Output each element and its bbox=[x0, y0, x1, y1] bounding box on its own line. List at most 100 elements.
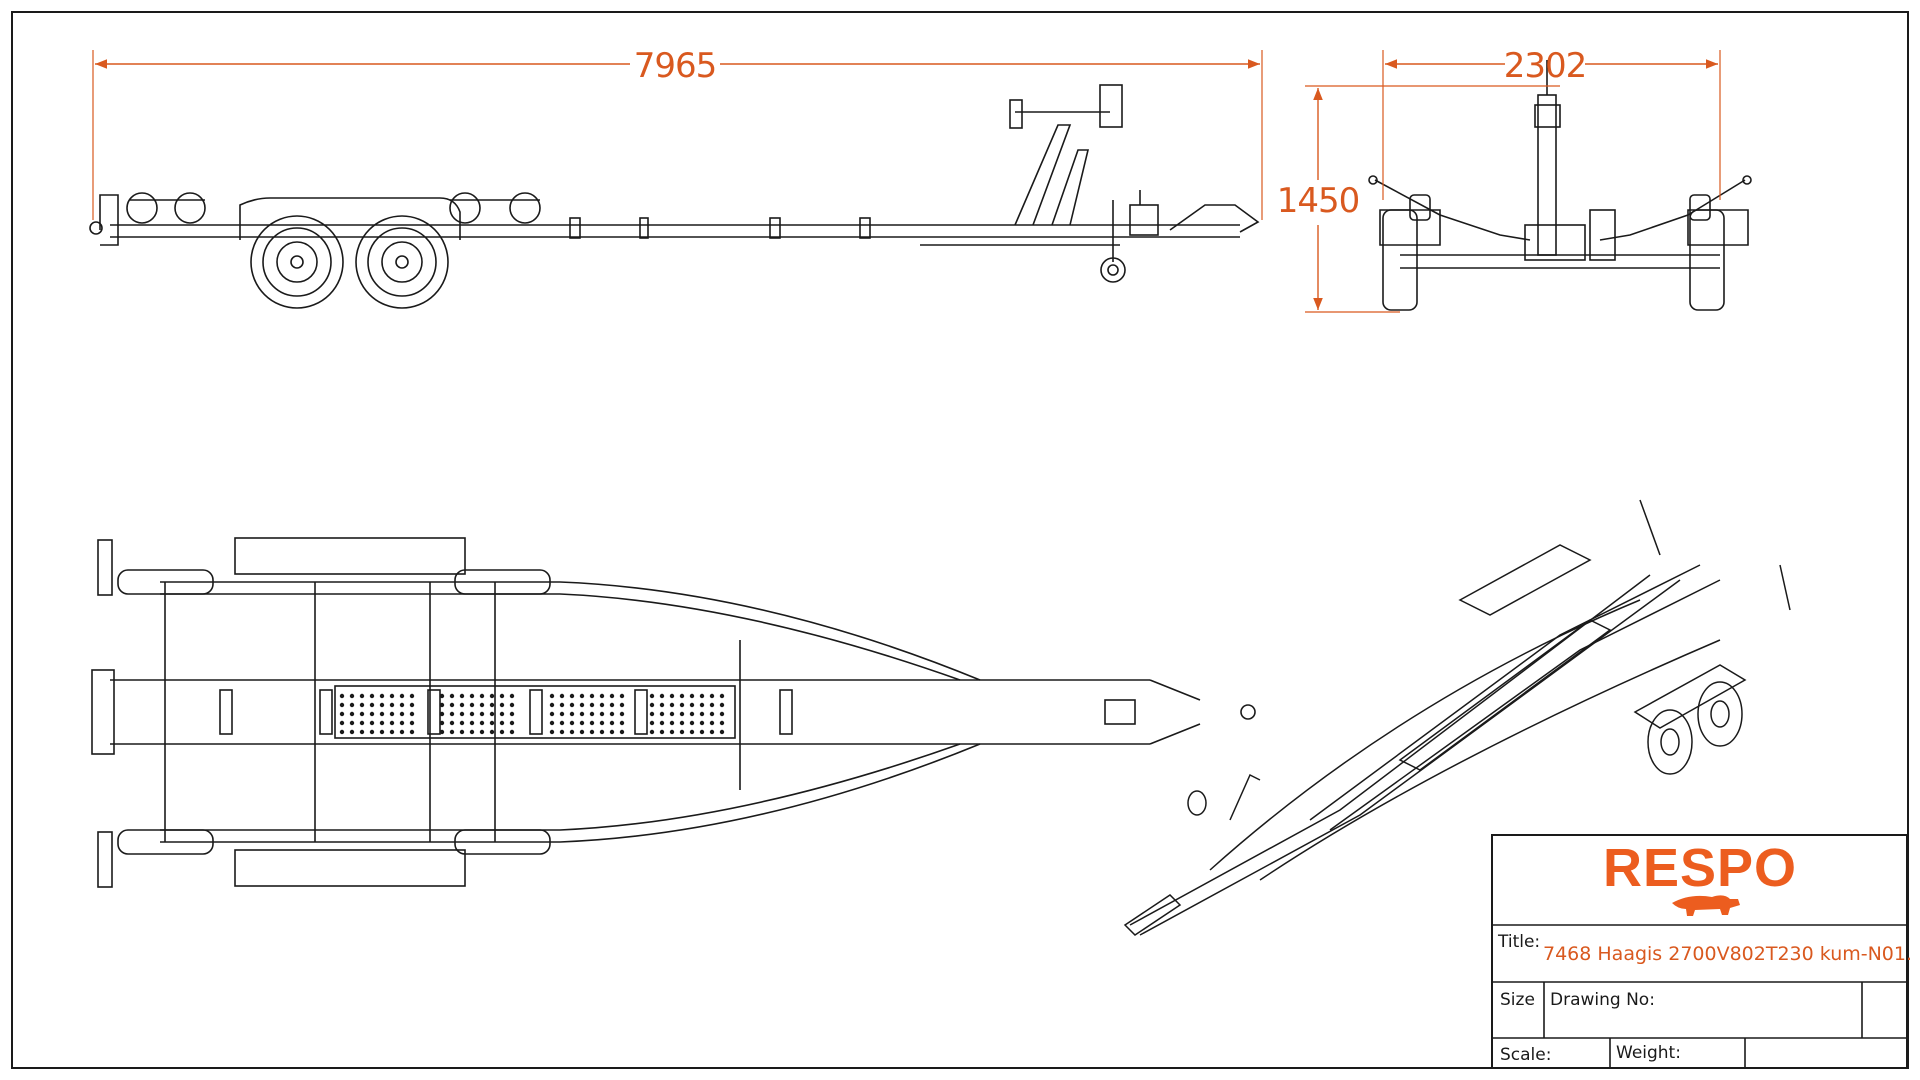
width-dimension-label: 2302 bbox=[1504, 46, 1587, 86]
perforation-hole bbox=[399, 693, 405, 699]
perforation-hole bbox=[449, 711, 455, 717]
perforation-hole bbox=[339, 693, 345, 699]
perforation-hole bbox=[599, 711, 605, 717]
perforation-hole bbox=[609, 702, 615, 708]
perforation-hole bbox=[609, 729, 615, 735]
perforation-hole bbox=[619, 711, 625, 717]
perforation-hole bbox=[359, 693, 365, 699]
top-view bbox=[91, 537, 1256, 888]
perforation-hole bbox=[619, 702, 625, 708]
perforation-hole bbox=[359, 720, 365, 726]
perforation-hole bbox=[399, 729, 405, 735]
perforation-hole bbox=[459, 720, 465, 726]
weight-label: Weight: bbox=[1616, 1043, 1681, 1063]
perforation-hole bbox=[719, 729, 725, 735]
perforation-hole bbox=[409, 702, 415, 708]
iso-wheel-rear bbox=[1697, 681, 1743, 747]
perforation-hole bbox=[709, 729, 715, 735]
perforation-hole bbox=[359, 711, 365, 717]
perforation-hole bbox=[459, 729, 465, 735]
perforation-hole bbox=[559, 729, 565, 735]
perforation-hole bbox=[689, 702, 695, 708]
perforation-hole bbox=[509, 702, 515, 708]
perforation-hole bbox=[649, 720, 655, 726]
perforation-hole bbox=[389, 702, 395, 708]
perforation-hole bbox=[439, 693, 445, 699]
side-wheel-front bbox=[250, 215, 344, 309]
perforation-hole bbox=[469, 702, 475, 708]
perforation-hole bbox=[559, 720, 565, 726]
perforation-hole bbox=[389, 711, 395, 717]
perforation-hole bbox=[569, 720, 575, 726]
sheet-border bbox=[11, 11, 1909, 1069]
perforation-hole bbox=[339, 720, 345, 726]
perforation-hole bbox=[349, 693, 355, 699]
perforation-hole bbox=[439, 702, 445, 708]
perforation-hole bbox=[339, 702, 345, 708]
perforation-hole bbox=[589, 729, 595, 735]
perforation-hole bbox=[699, 720, 705, 726]
perforation-hole bbox=[509, 729, 515, 735]
perforation-hole bbox=[349, 720, 355, 726]
perforation-hole bbox=[469, 729, 475, 735]
perforation-hole bbox=[549, 693, 555, 699]
perforation-hole bbox=[469, 711, 475, 717]
perforation-hole bbox=[499, 720, 505, 726]
perforation-hole bbox=[479, 702, 485, 708]
perforation-hole bbox=[719, 720, 725, 726]
perforation-hole bbox=[459, 702, 465, 708]
perforation-hole bbox=[379, 711, 385, 717]
perforation-hole bbox=[659, 720, 665, 726]
perforation-hole bbox=[709, 711, 715, 717]
perforation-hole bbox=[679, 711, 685, 717]
width-dimension: 2302 bbox=[1382, 46, 1721, 200]
perforation-hole bbox=[549, 702, 555, 708]
perforation-hole bbox=[409, 729, 415, 735]
perforation-hole bbox=[619, 729, 625, 735]
perforation-hole bbox=[579, 693, 585, 699]
perforation-hole bbox=[449, 693, 455, 699]
perforation-hole bbox=[489, 693, 495, 699]
perforation-hole bbox=[649, 711, 655, 717]
perforation-hole bbox=[549, 711, 555, 717]
perforation-hole bbox=[369, 711, 375, 717]
drawing-title: 7468 Haagis 2700V802T230 kum-N01. bbox=[1543, 943, 1912, 965]
perforation-hole bbox=[439, 729, 445, 735]
perforation-hole bbox=[559, 693, 565, 699]
perforation-hole bbox=[579, 702, 585, 708]
perforation-hole bbox=[599, 693, 605, 699]
perforation-hole bbox=[659, 711, 665, 717]
scale-label: Scale: bbox=[1500, 1045, 1551, 1065]
perforation-hole bbox=[569, 702, 575, 708]
perforation-hole bbox=[499, 702, 505, 708]
perforation-hole bbox=[369, 693, 375, 699]
length-dimension-label: 7965 bbox=[634, 46, 717, 86]
perforation-hole bbox=[589, 702, 595, 708]
perforation-hole bbox=[479, 720, 485, 726]
perforation-hole bbox=[559, 702, 565, 708]
perforation-hole bbox=[649, 729, 655, 735]
perforation-hole bbox=[579, 720, 585, 726]
perforation-hole bbox=[619, 720, 625, 726]
perforation-hole bbox=[509, 711, 515, 717]
perforation-hole bbox=[599, 702, 605, 708]
perforation-hole bbox=[489, 720, 495, 726]
perforation-hole bbox=[619, 693, 625, 699]
perforation-hole bbox=[379, 693, 385, 699]
perforation-hole bbox=[589, 693, 595, 699]
height-dimension-label: 1450 bbox=[1277, 181, 1360, 221]
title-block: RESPO Title: 7468 Haagis 2700V802T230 ku… bbox=[1491, 834, 1912, 1069]
length-dimension: 7965 bbox=[92, 46, 1263, 220]
perforation-hole bbox=[409, 720, 415, 726]
perforation-hole bbox=[679, 729, 685, 735]
respo-logo: RESPO bbox=[1603, 838, 1797, 898]
perforation-hole bbox=[349, 711, 355, 717]
perforation-hole bbox=[399, 720, 405, 726]
perforation-hole bbox=[609, 711, 615, 717]
perforation-hole bbox=[339, 711, 345, 717]
perforation-hole bbox=[369, 729, 375, 735]
bull-icon bbox=[1672, 895, 1740, 916]
perforation-hole bbox=[439, 711, 445, 717]
perforation-hole bbox=[699, 702, 705, 708]
